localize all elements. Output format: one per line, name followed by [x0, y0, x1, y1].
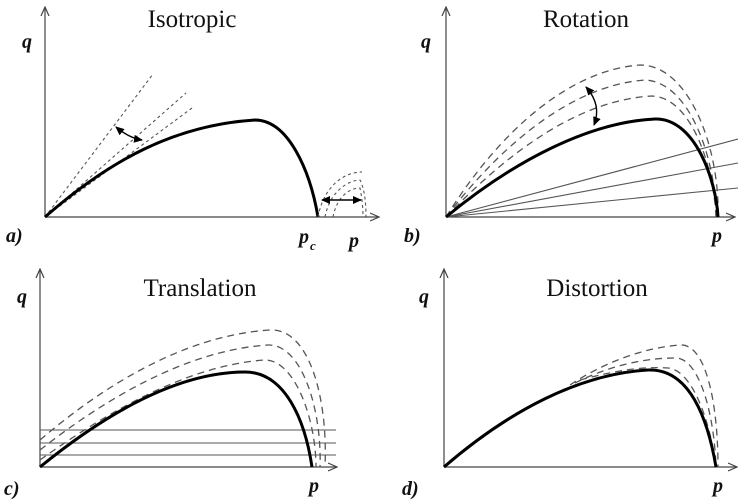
rotated-surface	[445, 64, 719, 218]
stress-ray	[445, 138, 738, 218]
yield-surface	[443, 368, 718, 469]
translated-surface	[39, 359, 317, 468]
expanded-surface	[317, 171, 363, 218]
x-axis-label: p	[347, 230, 359, 252]
panel-title-rotation: Rotation	[543, 6, 630, 33]
panel-title-distortion: Distortion	[546, 275, 648, 302]
yield-surface	[445, 117, 720, 219]
y-axis-label: q	[419, 286, 429, 308]
y-axis-label: q	[421, 31, 431, 53]
translated-surface	[39, 329, 326, 468]
dashed-ray	[44, 73, 154, 218]
expanded-surface	[324, 179, 367, 218]
panel-label: c)	[4, 478, 20, 500]
yield-surface	[39, 370, 314, 469]
panel-label: d)	[402, 478, 419, 500]
panel-label: b)	[404, 225, 421, 247]
panel-title-isotropic: Isotropic	[148, 6, 237, 33]
rotation-arrow	[585, 86, 601, 126]
y-axis-label: q	[22, 31, 32, 53]
x-axis-label: p	[710, 225, 722, 247]
translated-surface	[39, 344, 321, 468]
pc-subscript: c	[310, 238, 316, 253]
panel-rotation: Rotation q b) p	[404, 6, 738, 247]
x-axis-label: p	[307, 475, 319, 497]
angle-arrow	[115, 126, 143, 143]
pc-symbol: p	[297, 226, 309, 248]
distorted-surface	[579, 366, 717, 468]
x-axis-label: p	[711, 475, 723, 497]
distorted-surface	[569, 344, 719, 468]
panel-title-translation: Translation	[144, 275, 257, 302]
rotated-surface	[445, 79, 717, 218]
distorted-surface	[574, 357, 717, 468]
panel-label: a)	[6, 225, 23, 247]
stress-ray	[445, 162, 738, 218]
rotated-surface	[445, 95, 717, 218]
panel-isotropic: Isotropic q a) p c p	[6, 6, 378, 253]
panel-translation: Translation q c) p	[4, 270, 336, 500]
pc-label: p c	[297, 226, 316, 253]
y-axis-label: q	[17, 286, 27, 308]
expanded-surface	[332, 187, 364, 218]
stress-ray	[445, 187, 738, 218]
panel-distortion: Distortion q d) p	[402, 270, 736, 500]
yield-surface	[44, 118, 320, 219]
